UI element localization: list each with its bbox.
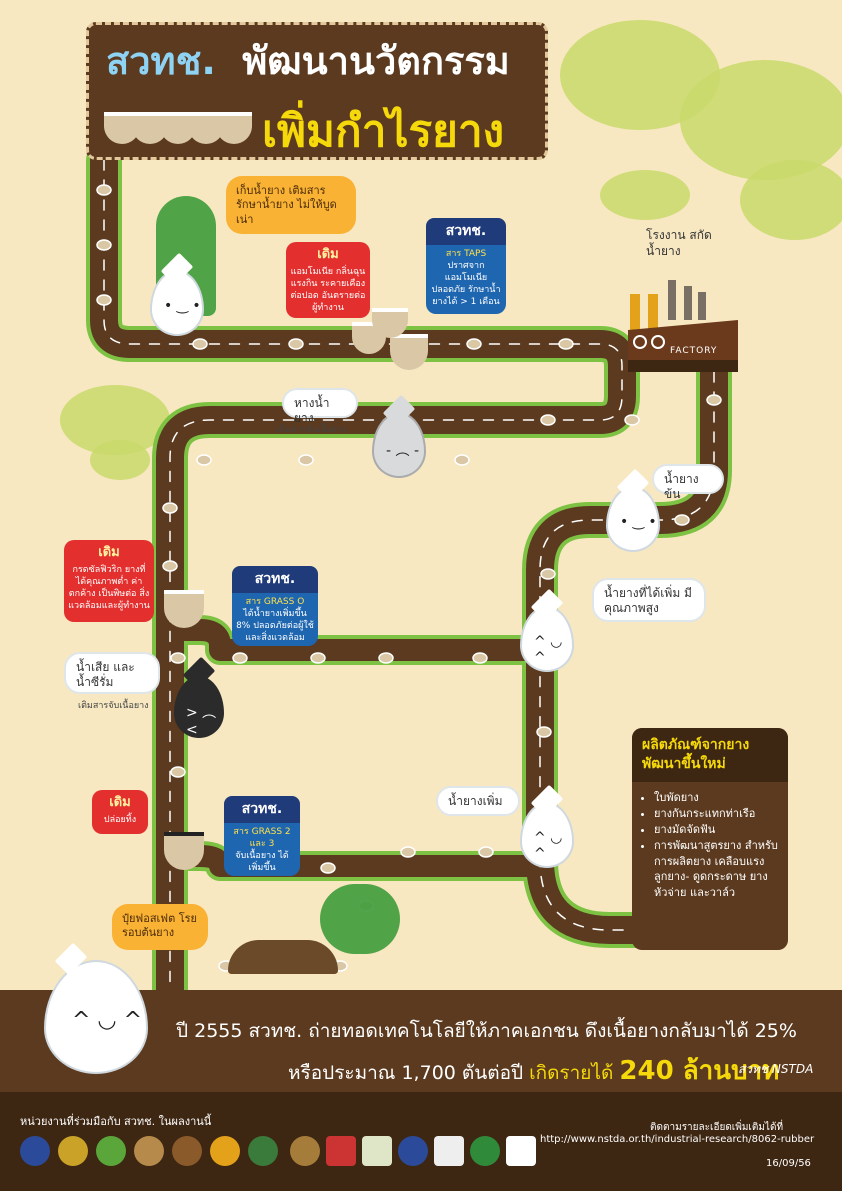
product-item: การพัฒนาสูตรยาง สำหรับการผลิตยาง เคลือบแ… bbox=[654, 838, 780, 902]
summary-line-1: ปี 2555 สวทช. ถ่ายทอดเทคโนโลยีให้ภาคเอกช… bbox=[176, 1020, 797, 1042]
partner-logo-icon bbox=[248, 1136, 278, 1166]
tree-canopy bbox=[740, 160, 842, 240]
tree-icon bbox=[320, 884, 400, 954]
fertilizer-bubble: ปุ๋ยฟอสเฟต โรยรอบต้นยาง bbox=[112, 904, 208, 950]
latex-cup-icon bbox=[372, 308, 408, 338]
tree-canopy bbox=[90, 440, 150, 480]
quality-latex-cloud: น้ำยางที่ได้เพิ่ม มีคุณภาพสูง bbox=[592, 578, 706, 622]
waste-water-cloud: น้ำเสีย และน้ำซีรั่ม bbox=[64, 652, 160, 694]
info-link[interactable]: http://www.nstda.or.th/industrial-resear… bbox=[540, 1134, 815, 1145]
partner-logo-icon bbox=[434, 1136, 464, 1166]
old-method-box: เดิมปล่อยทิ้ง bbox=[92, 790, 148, 834]
sad-latex-drop-icon: - ︵ - bbox=[372, 412, 426, 478]
latex-cup-icon bbox=[164, 590, 204, 628]
factory-icon bbox=[628, 280, 738, 372]
partner-logo-icon bbox=[172, 1136, 202, 1166]
latex-cups-icon bbox=[104, 112, 254, 146]
old-method-box: เดิมแอมโมเนีย กลิ่นฉุนแรงกิน ระคายเคืองต… bbox=[286, 242, 370, 318]
factory-label: โรงงาน สกัดน้ำยาง bbox=[646, 228, 712, 258]
partner-logo-icon bbox=[20, 1136, 50, 1166]
summary-line-2: หรือประมาณ 1,700 ตันต่อปี เกิดรายได้ 240… bbox=[288, 1056, 780, 1086]
partner-logo-icon bbox=[362, 1136, 392, 1166]
happy-latex-drop-icon: • ‿ • bbox=[150, 270, 204, 336]
concentrated-latex-cloud: น้ำยางข้น bbox=[652, 464, 724, 501]
new-products-heading: ผลิตภัณฑ์จากยาง พัฒนาขึ้นใหม่ bbox=[632, 728, 788, 782]
product-item: ใบพัดยาง bbox=[654, 790, 780, 806]
partners-label: หน่วยงานที่ร่วมมือกับ สวทช. ในผลงานนี้ bbox=[20, 1115, 212, 1128]
product-item: ยางมัดจัดฟัน bbox=[654, 822, 780, 838]
partner-logo-icon bbox=[290, 1136, 320, 1166]
soil-mound-icon bbox=[228, 940, 338, 974]
waste-water-note: เติมสารจับเนื้อยาง bbox=[78, 701, 149, 711]
partner-logo-icon bbox=[58, 1136, 88, 1166]
more-info-label: ติดตามรายละเอียดเพิ่มเติมได้ที่ bbox=[650, 1122, 784, 1133]
partner-logo-icon bbox=[210, 1136, 240, 1166]
happy-latex-drop-icon: • ‿ • bbox=[606, 486, 660, 552]
new-products-panel: ผลิตภัณฑ์จากยาง พัฒนาขึ้นใหม่ ใบพัดยาง ย… bbox=[632, 728, 788, 950]
more-latex-cloud: น้ำยางเพิ่ม bbox=[436, 786, 520, 816]
latex-cup-icon bbox=[164, 832, 204, 870]
tree-canopy bbox=[600, 170, 690, 220]
partner-logo-icon bbox=[96, 1136, 126, 1166]
sad-dark-drop-icon: > ︵ < bbox=[174, 676, 224, 738]
old-method-box: เดิมกรดซัลฟิวริก ยางที่ได้คุณภาพต่ำ ค่าต… bbox=[64, 540, 154, 622]
skim-latex-note: เติมสารจับเนื้อยาง bbox=[276, 425, 347, 435]
rubber-road bbox=[86, 142, 732, 990]
collect-latex-bubble: เก็บน้ำยาง เติมสารรักษาน้ำยาง ไม่ให้บูดเ… bbox=[226, 176, 356, 234]
page-title: สวทช. พัฒนานวัตกรรม bbox=[106, 39, 510, 83]
skim-latex-cloud: หางน้ำยาง bbox=[282, 388, 358, 425]
big-happy-latex-drop-icon: ^ ◡ ^ bbox=[44, 960, 148, 1074]
nstda-logo: สวทช NSTDA bbox=[738, 1062, 814, 1076]
partner-logo-icon bbox=[326, 1136, 356, 1166]
cheering-latex-drop-icon: ^ ◡ ^ bbox=[520, 606, 574, 672]
partner-logo-icon bbox=[506, 1136, 536, 1166]
page-subtitle: เพิ่มกำไรยาง bbox=[262, 106, 505, 157]
factory-sign: FACTORY bbox=[670, 346, 718, 356]
partner-logo-icon bbox=[470, 1136, 500, 1166]
product-item: ยางกันกระแทกท่าเรือ bbox=[654, 806, 780, 822]
partner-logo-icon bbox=[398, 1136, 428, 1166]
publish-date: 16/09/56 bbox=[766, 1158, 811, 1169]
latex-cup-icon bbox=[390, 334, 428, 370]
tree-canopy bbox=[680, 60, 842, 180]
partner-logo-icon bbox=[134, 1136, 164, 1166]
cheering-latex-drop-icon: ^ ◡ ^ bbox=[520, 802, 574, 868]
